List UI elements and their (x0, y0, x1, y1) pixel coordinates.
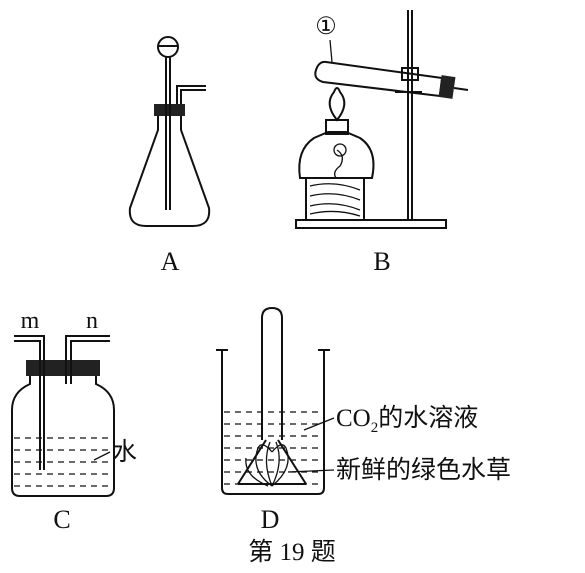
label-a: A (161, 247, 180, 276)
label-d: D (261, 505, 280, 534)
tube-m (14, 335, 45, 470)
beaker (221, 350, 325, 495)
water-plant (245, 441, 289, 487)
question-caption: 第 19 题 (248, 538, 336, 566)
wide-mouth-bottle (11, 372, 115, 497)
port-n: n (86, 308, 98, 334)
port-m: m (21, 308, 40, 334)
inverted-funnel (237, 439, 307, 485)
label-c: C (53, 505, 70, 534)
plant-label: 新鲜的绿色水草 (336, 456, 511, 484)
stand-base (295, 219, 447, 229)
water-in-bottle (14, 437, 112, 487)
apparatus-a: A (128, 36, 211, 276)
conical-flask (128, 114, 211, 227)
test-tube (314, 60, 469, 99)
bottle-stopper (26, 360, 100, 376)
label-b: B (373, 247, 390, 276)
flame (328, 87, 346, 122)
tube-n (65, 335, 110, 384)
water-label: 水 (112, 438, 137, 466)
alcohol-lamp (298, 131, 375, 179)
apparatus-c: m n 水 C (11, 308, 137, 534)
co2-solution (224, 411, 322, 485)
delivery-tube (176, 85, 206, 104)
marker-1: ① (315, 14, 337, 40)
inverted-test-tube (261, 306, 283, 440)
apparatus-d: CO2的水溶液 新鲜的绿色水草 D (216, 306, 511, 534)
apparatus-b: ① B (295, 10, 469, 276)
solution-label: CO2的水溶液 (336, 404, 478, 436)
